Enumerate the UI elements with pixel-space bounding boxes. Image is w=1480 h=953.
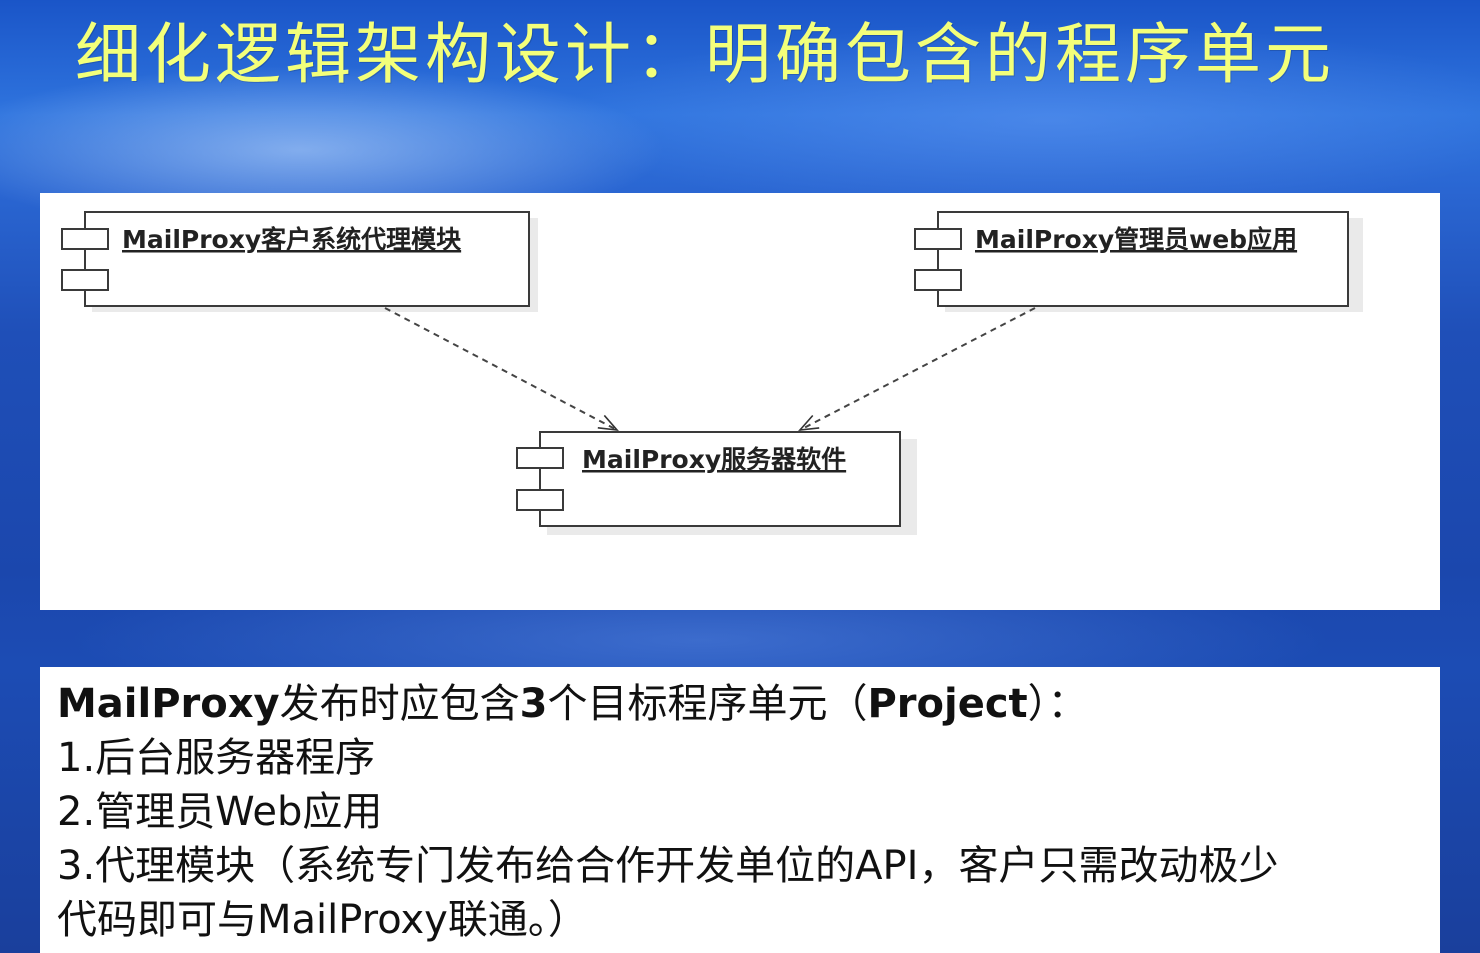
slide-title: 细化逻辑架构设计：明确包含的程序单元 <box>75 16 1335 93</box>
component-port-icon <box>914 269 962 291</box>
dependency-arrow-admin-to-server <box>800 307 1036 430</box>
component-label-server: MailProxy服务器软件 <box>582 445 846 474</box>
notes-item-2: 2.管理员Web应用 <box>57 789 383 835</box>
component-client-agent: MailProxy客户系统代理模块 <box>61 211 538 312</box>
notes-intro-text: 发布时应包含 <box>279 681 520 727</box>
notes-intro-count: 3 <box>519 681 548 727</box>
component-server: MailProxy服务器软件 <box>516 431 917 535</box>
component-port-icon <box>914 228 962 250</box>
notes-item-3-line1: 3.代理模块（系统专门发布给合作开发单位的API，客户只需改动极少 <box>57 843 1279 889</box>
component-port-icon <box>516 447 564 469</box>
component-port-icon <box>516 489 564 511</box>
component-label-admin-web: MailProxy管理员web应用 <box>975 225 1297 254</box>
notes-item-1: 1.后台服务器程序 <box>57 735 376 781</box>
notes-panel: MailProxy发布时应包含3个目标程序单元（Project）： 1.后台服务… <box>40 667 1440 953</box>
notes-intro-text: 个目标程序单元（ <box>547 681 868 727</box>
component-diagram: MailProxy客户系统代理模块 MailProxy管理员web应用 Mail… <box>40 193 1440 610</box>
component-port-icon <box>61 269 109 291</box>
notes-item-3-line2: 代码即可与MailProxy联通。） <box>57 897 588 943</box>
notes-intro: MailProxy发布时应包含3个目标程序单元（Project）： <box>57 677 1088 731</box>
component-label-client-agent: MailProxy客户系统代理模块 <box>122 225 461 254</box>
notes-intro-project: Project <box>867 681 1028 727</box>
component-admin-web: MailProxy管理员web应用 <box>914 211 1363 312</box>
component-diagram-canvas: MailProxy客户系统代理模块 MailProxy管理员web应用 Mail… <box>61 211 1363 535</box>
notes-intro-text: ）： <box>1027 681 1088 727</box>
component-port-icon <box>61 228 109 250</box>
notes-intro-product: MailProxy <box>57 681 280 727</box>
dependency-arrow-client-to-server <box>384 307 617 430</box>
